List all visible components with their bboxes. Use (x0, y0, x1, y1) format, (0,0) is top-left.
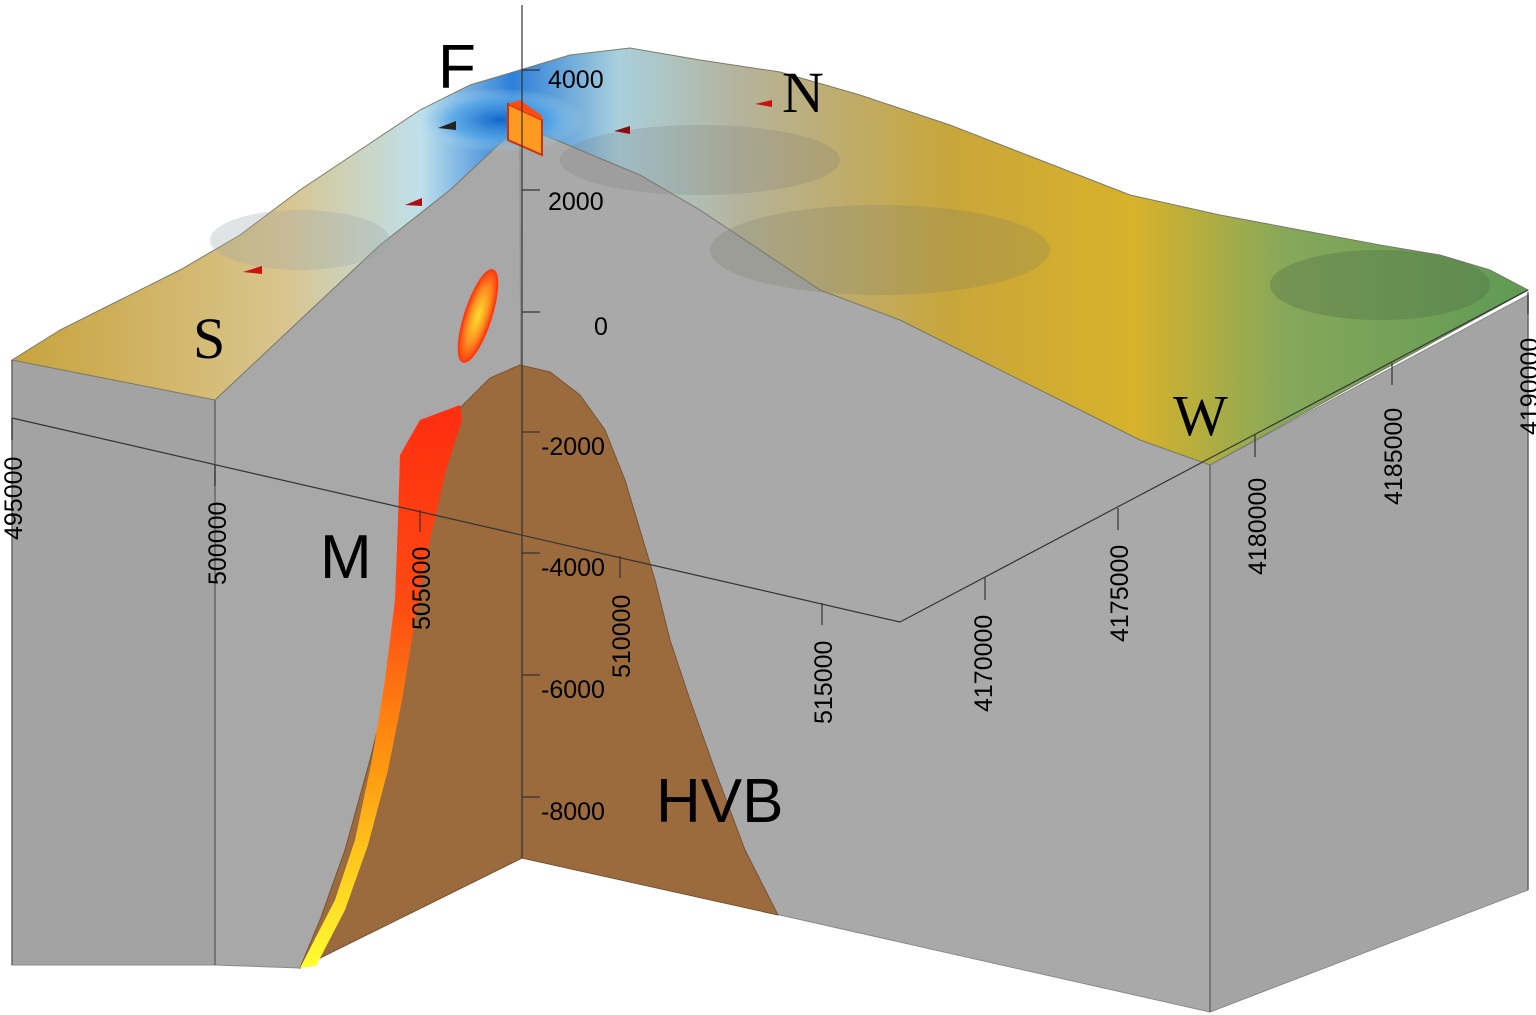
elevation-tick-label: -2000 (541, 433, 605, 461)
northing-tick-label: 4170000 (970, 615, 998, 712)
label-f: F (438, 33, 476, 102)
label-w: W (1173, 383, 1228, 448)
easting-tick-marks (11, 418, 823, 625)
magma-conduit (300, 405, 462, 968)
easting-tick-label: 495000 (0, 457, 28, 540)
elevation-tick-label: 2000 (548, 188, 604, 216)
terrain-shading (210, 210, 390, 270)
elevation-tick-marks (522, 69, 540, 798)
station-marker (405, 198, 422, 206)
terrain-shading (1270, 250, 1490, 320)
station-marker (755, 100, 772, 107)
elevation-tick-label: -8000 (541, 798, 605, 826)
elevation-tick-label: -6000 (541, 676, 605, 704)
label-hvb: HVB (656, 767, 783, 836)
northing-tick-label: 4180000 (1244, 478, 1272, 575)
label-s: S (193, 306, 225, 371)
easting-tick-label: 510000 (608, 595, 636, 678)
northing-axis (899, 289, 1529, 623)
station-marker (438, 121, 456, 130)
terrain-shading (560, 125, 840, 195)
easting-axis (11, 417, 901, 623)
elevation-tick-label: -4000 (541, 554, 605, 582)
northing-tick-label: 4175000 (1106, 545, 1134, 642)
summit-crater-block (508, 100, 542, 120)
easting-tick-label: 500000 (204, 502, 232, 585)
easting-tick-label: 515000 (810, 641, 838, 724)
northing-tick-label: 4190000 (1516, 338, 1536, 435)
magma-lens (457, 269, 499, 363)
terrain-surface (10, 47, 1530, 466)
terrain-shading (710, 205, 1050, 295)
elevation-tick-label: 4000 (548, 66, 604, 94)
station-marker (243, 266, 262, 274)
station-marker (614, 126, 630, 134)
block-left-face (11, 359, 216, 966)
label-n: N (782, 60, 824, 125)
elevation-tick-label: 0 (594, 313, 608, 341)
easting-tick-label: 505000 (408, 547, 436, 630)
northing-tick-marks (984, 292, 1529, 600)
label-m: M (320, 523, 372, 592)
northing-tick-label: 4185000 (1380, 408, 1408, 505)
